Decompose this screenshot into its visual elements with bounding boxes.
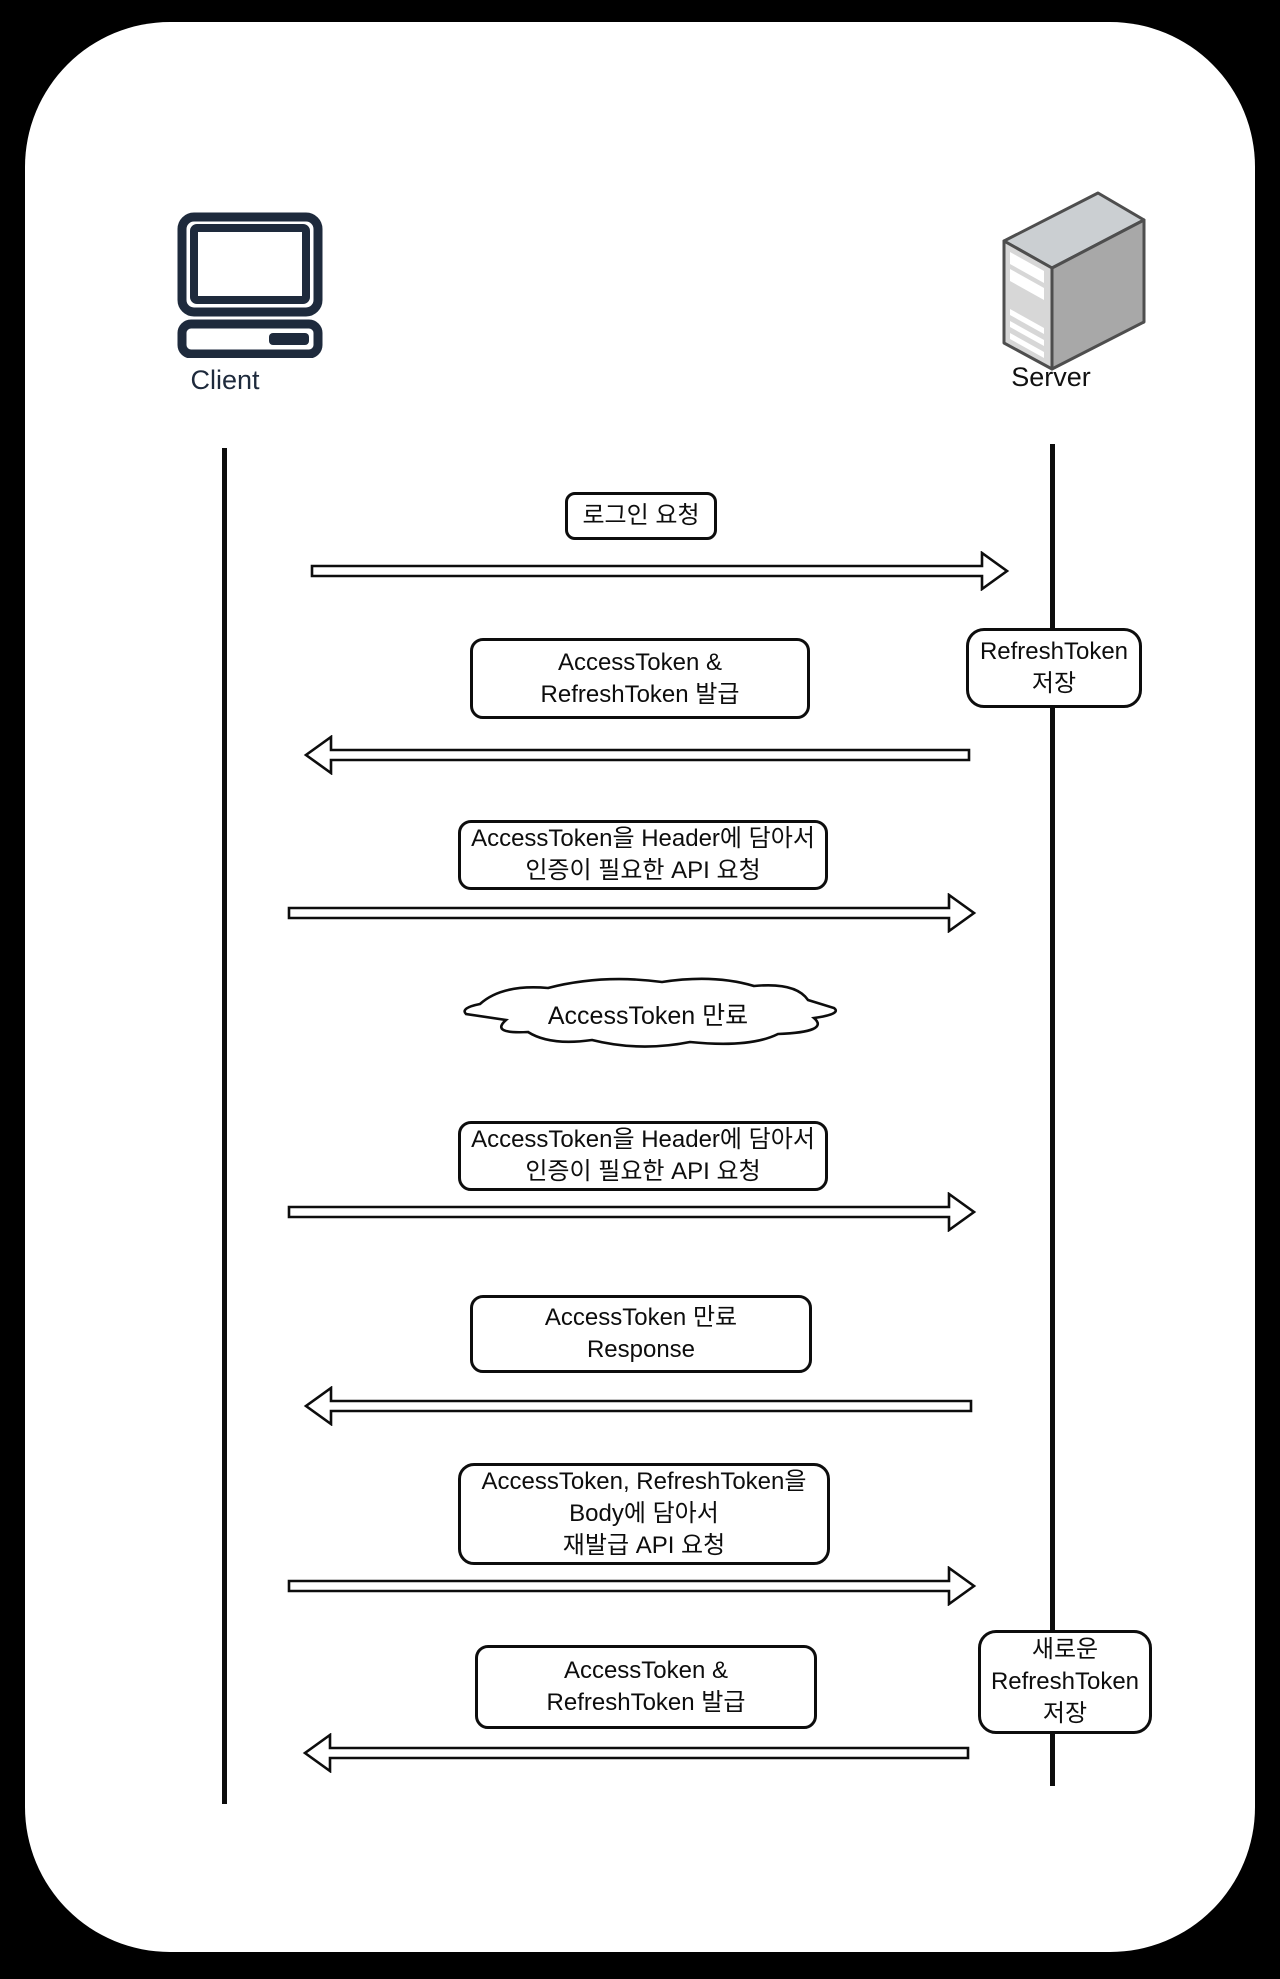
message-label-box: 로그인 요청 [565, 492, 717, 540]
client-lifeline [222, 448, 227, 1804]
message-arrow-right [287, 1192, 977, 1232]
cloud-label: AccessToken 만료 [547, 1002, 749, 1030]
message-line: AccessToken, RefreshToken을 [481, 1468, 807, 1496]
message-arrow-left [302, 1733, 970, 1773]
message-line: 로그인 요청 [582, 502, 700, 530]
cloud-annotation: AccessToken 만료 [452, 972, 844, 1056]
server-icon [1002, 191, 1146, 371]
message-label-box: AccessToken & RefreshToken 발급 [470, 638, 810, 719]
message-arrow-left [303, 1386, 973, 1426]
message-arrow-right [287, 893, 977, 933]
note-line: 새로운 [1031, 1636, 1099, 1664]
message-line: AccessToken을 Header에 담아서 [471, 825, 815, 853]
message-line: AccessToken 만료 [544, 1304, 738, 1332]
message-line: AccessToken을 Header에 담아서 [471, 1126, 815, 1154]
server-lifeline [1050, 444, 1055, 1786]
note-line: RefreshToken [990, 1668, 1140, 1696]
message-line: AccessToken & [563, 1657, 729, 1685]
message-label-box: AccessToken, RefreshToken을 Body에 담아서 재발급… [458, 1463, 830, 1565]
note-line: 저장 [1031, 670, 1077, 697]
message-arrow-right [287, 1566, 977, 1606]
message-line: 재발급 API 요청 [562, 1531, 726, 1559]
message-arrow-left [303, 735, 971, 775]
message-line: AccessToken & [557, 648, 723, 676]
server-actor-label: Server [1011, 362, 1091, 392]
note-line: RefreshToken [979, 638, 1129, 666]
note-line: 저장 [1042, 1699, 1088, 1727]
cloud-shape [463, 977, 838, 1048]
message-line: 인증이 필요한 API 요청 [525, 857, 761, 884]
message-line: Body에 담아서 [569, 1500, 719, 1528]
message-label-box: AccessToken 만료 Response [470, 1295, 812, 1373]
message-arrow-right [310, 551, 1010, 591]
server-note-box: RefreshToken 저장 [966, 628, 1142, 708]
message-label-box: AccessToken & RefreshToken 발급 [475, 1645, 817, 1729]
message-line: Response [586, 1336, 696, 1363]
message-line: 인증이 필요한 API 요청 [525, 1158, 761, 1185]
computer-icon [177, 212, 323, 358]
client-actor-label: Client [190, 365, 260, 395]
server-note-box: 새로운 RefreshToken 저장 [978, 1630, 1152, 1734]
message-line: RefreshToken 발급 [546, 1689, 746, 1716]
diagram-card: Client Server 로그인 요청 AccessToken & Refre… [25, 22, 1255, 1952]
message-line: RefreshToken 발급 [540, 680, 740, 708]
message-label-box: AccessToken을 Header에 담아서 인증이 필요한 API 요청 [458, 820, 828, 890]
message-label-box: AccessToken을 Header에 담아서 인증이 필요한 API 요청 [458, 1121, 828, 1191]
